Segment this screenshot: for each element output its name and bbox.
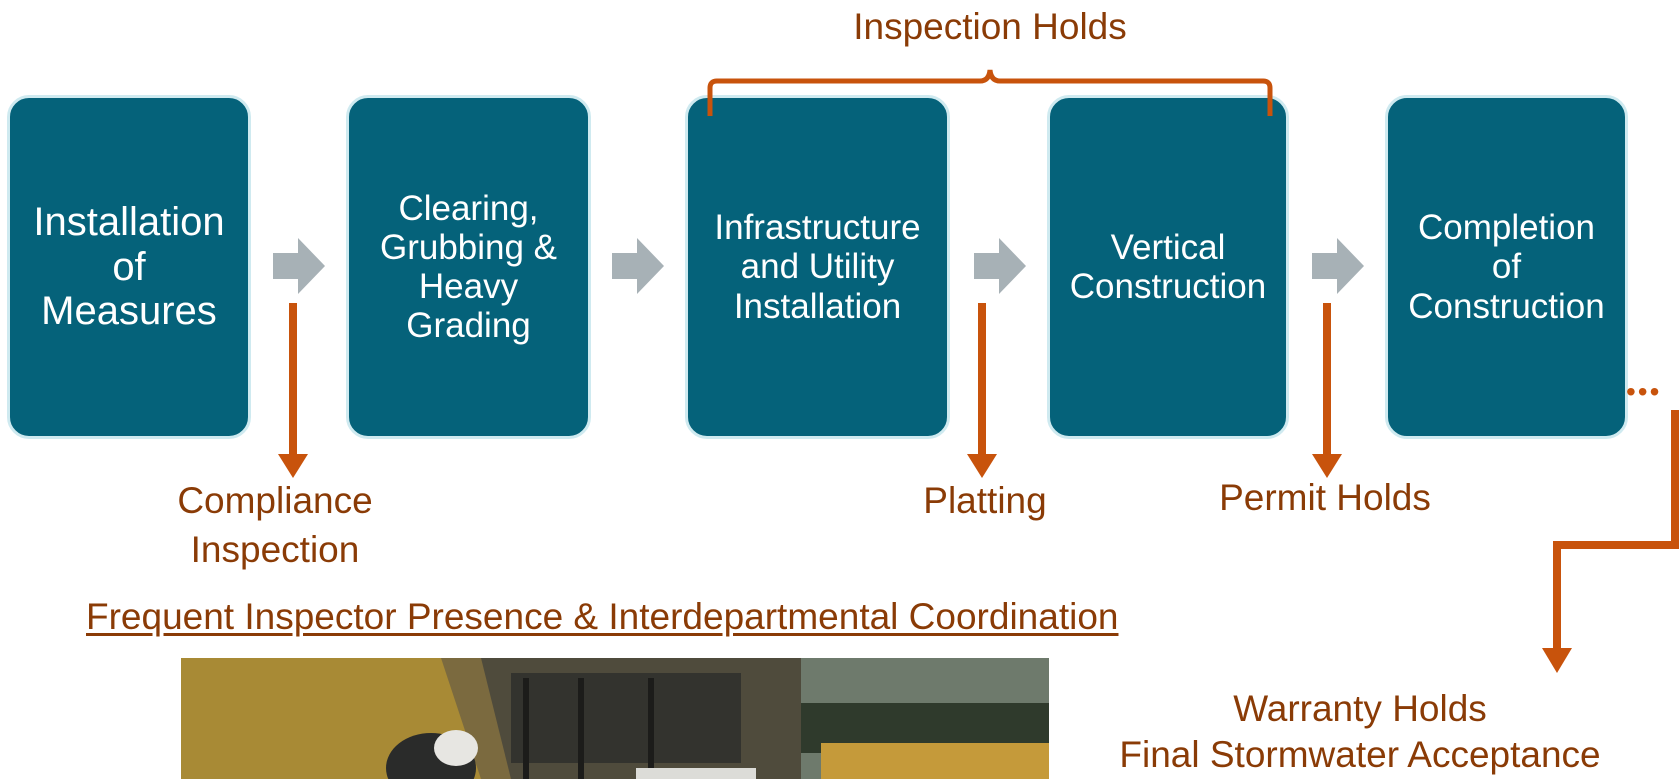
step-label: Infrastructure and Utility Installation xyxy=(714,208,921,326)
step-vertical-construction: Vertical Construction xyxy=(1047,95,1289,439)
step-infrastructure-utility: Infrastructure and Utility Installation xyxy=(685,95,950,439)
step-label: Completion of Construction xyxy=(1408,208,1605,326)
step-completion-of-construction: Completion of Construction xyxy=(1385,95,1628,439)
step-clearing-grubbing-grading: Clearing, Grubbing & Heavy Grading xyxy=(346,95,591,439)
permit-holds-label: Permit Holds xyxy=(1219,477,1431,518)
construction-equipment-photo xyxy=(181,658,1049,779)
coordination-heading: Frequent Inspector Presence & Interdepar… xyxy=(86,596,1119,637)
step-label: Clearing, Grubbing & Heavy Grading xyxy=(379,188,558,346)
chevron-right-icon xyxy=(974,238,1026,294)
down-arrow-icon xyxy=(278,303,308,478)
down-arrow-icon xyxy=(1312,303,1342,478)
inspection-holds-bracket xyxy=(707,69,1273,116)
chevron-right-icon xyxy=(612,238,664,294)
compliance-inspection-label: Compliance Inspection xyxy=(177,480,373,571)
continuation-ellipsis: ••• xyxy=(1626,376,1662,407)
photo-illustration xyxy=(181,658,1049,779)
step-label: Vertical Construction xyxy=(1069,227,1267,306)
chevron-right-icon xyxy=(1312,238,1364,294)
chevron-right-icon xyxy=(273,238,325,294)
down-arrow-icon xyxy=(967,303,997,478)
platting-label: Platting xyxy=(923,480,1047,521)
elbow-arrow-icon xyxy=(1542,410,1679,673)
step-installation-of-measures: Installation of Measures xyxy=(7,95,251,439)
step-label: Installation of Measures xyxy=(33,199,225,334)
inspection-holds-label: Inspection Holds xyxy=(853,6,1127,47)
warranty-holds-label: Warranty Holds Final Stormwater Acceptan… xyxy=(1119,688,1601,776)
